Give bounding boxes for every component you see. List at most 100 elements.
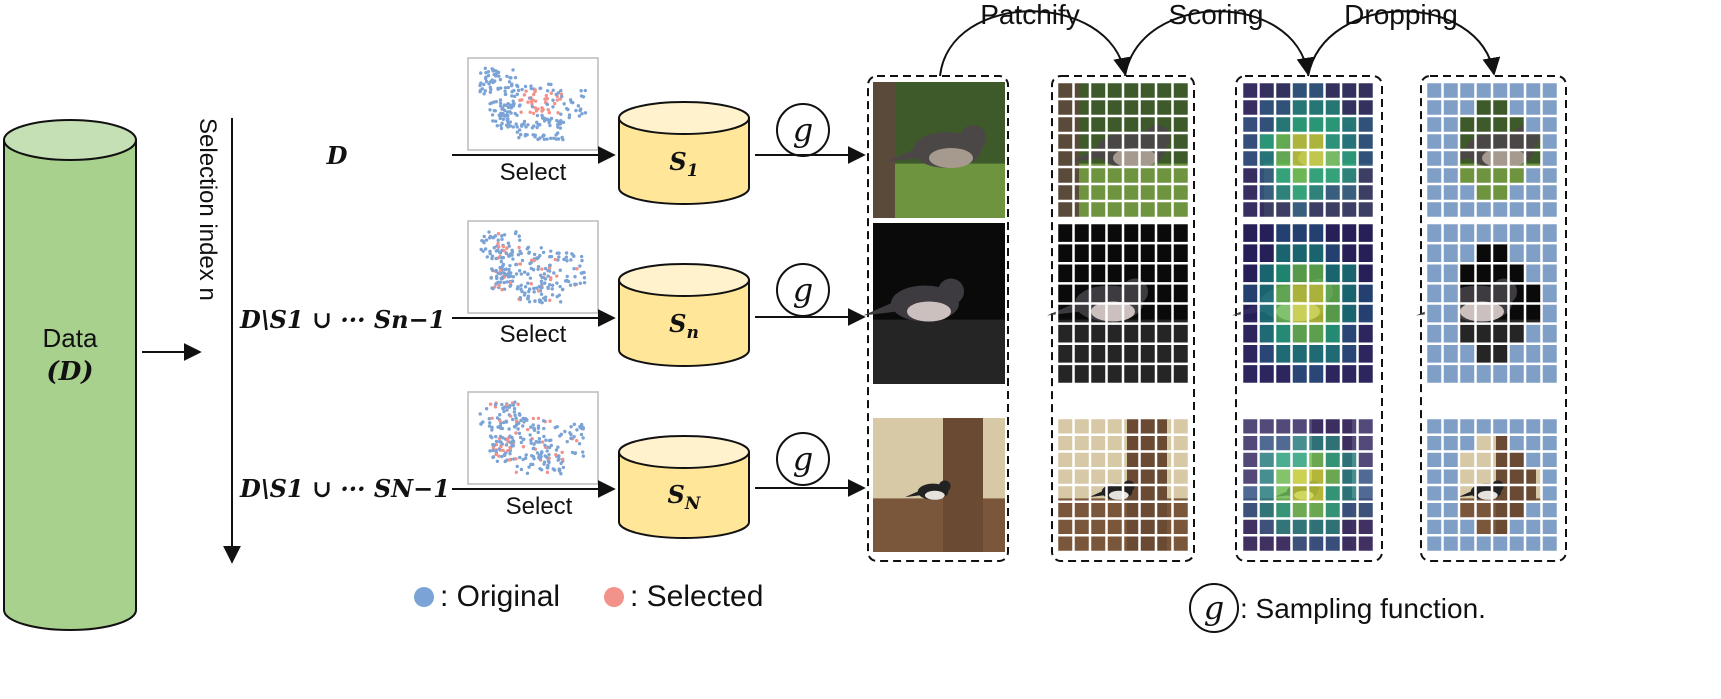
original-point	[478, 412, 482, 416]
data-label: Data	[43, 323, 98, 353]
original-point	[565, 439, 569, 444]
original-point	[521, 424, 525, 428]
original-point	[478, 83, 482, 88]
original-point	[536, 267, 540, 272]
original-point	[505, 408, 509, 412]
original-point	[512, 410, 517, 414]
selected-point	[556, 111, 560, 115]
svg-text:g: g	[793, 111, 813, 149]
original-point	[508, 440, 513, 444]
selected-point	[508, 414, 513, 418]
selected-point	[499, 444, 503, 449]
selected-point	[514, 431, 518, 435]
selected-point	[514, 457, 518, 461]
selected-point	[533, 106, 537, 110]
original-point	[486, 73, 491, 78]
original-point	[530, 126, 535, 130]
selected-point	[540, 267, 544, 271]
original-point	[547, 120, 551, 125]
original-point	[488, 449, 492, 453]
selected-point	[544, 93, 549, 98]
bird-image-2-2	[1047, 221, 1191, 386]
original-point	[517, 128, 522, 132]
original-point	[500, 454, 504, 459]
original-point	[507, 427, 511, 431]
selected-point	[502, 248, 506, 253]
original-point	[579, 254, 584, 259]
row-2-subset-cylinder: Sn	[618, 263, 750, 367]
original-point	[519, 251, 523, 256]
selected-point	[494, 452, 498, 457]
original-point	[503, 89, 507, 93]
original-point	[523, 84, 528, 89]
original-point	[498, 98, 503, 102]
original-point	[494, 119, 498, 123]
original-point	[519, 440, 524, 445]
row-2: D\S1 ∪ ··· Sn−1 Select Sn g	[239, 220, 866, 367]
original-point	[502, 453, 507, 458]
original-point	[483, 89, 488, 93]
original-point	[534, 286, 539, 290]
original-point	[583, 111, 588, 115]
original-point	[523, 291, 527, 295]
original-point	[499, 426, 503, 431]
original-point	[541, 250, 546, 255]
original-point	[537, 436, 542, 441]
selected-point	[558, 97, 563, 101]
selected-point	[548, 419, 552, 423]
selected-point	[549, 276, 553, 280]
original-point	[508, 403, 512, 408]
original-point	[525, 296, 530, 301]
original-point	[551, 88, 555, 93]
original-point	[498, 116, 502, 121]
original-point	[547, 283, 552, 287]
original-point	[528, 96, 532, 100]
legend-selected-label: : Selected	[630, 580, 763, 613]
original-point	[523, 285, 528, 289]
original-point	[535, 257, 539, 261]
selected-point	[526, 100, 530, 104]
original-point	[481, 249, 485, 253]
selected-point	[536, 416, 541, 421]
row-1-select-label: Select	[500, 159, 567, 186]
original-point	[559, 112, 563, 116]
selected-point	[501, 244, 506, 249]
selected-point	[508, 281, 513, 285]
bird-image-3-1	[873, 418, 1005, 552]
original-point	[487, 82, 491, 86]
bird-image-grid	[863, 80, 1560, 554]
original-point	[518, 455, 522, 460]
original-point	[502, 287, 507, 291]
original-point	[565, 106, 569, 111]
selected-point	[540, 440, 545, 444]
original-point	[513, 231, 518, 236]
original-point	[518, 103, 522, 107]
original-point	[484, 70, 488, 75]
original-point	[517, 269, 522, 273]
original-point	[508, 434, 512, 438]
selected-point	[524, 89, 528, 93]
original-point	[491, 448, 495, 453]
row-1-dataset: D	[326, 141, 348, 170]
original-point	[498, 280, 503, 284]
original-point	[547, 460, 551, 465]
original-point	[505, 74, 509, 78]
original-point	[484, 407, 489, 411]
original-point	[558, 268, 562, 272]
original-point	[532, 442, 536, 446]
original-point	[569, 425, 573, 429]
original-point	[542, 137, 546, 141]
original-point	[500, 275, 505, 280]
original-point	[547, 263, 552, 268]
original-point	[519, 283, 523, 288]
original-point	[529, 425, 533, 429]
original-point	[549, 254, 554, 259]
selected-point	[496, 232, 501, 236]
original-point	[502, 280, 506, 285]
original-point	[538, 86, 543, 90]
original-point	[517, 234, 521, 238]
original-point	[531, 446, 535, 451]
original-point	[494, 268, 498, 273]
selected-point	[518, 98, 522, 103]
original-point	[479, 71, 483, 75]
